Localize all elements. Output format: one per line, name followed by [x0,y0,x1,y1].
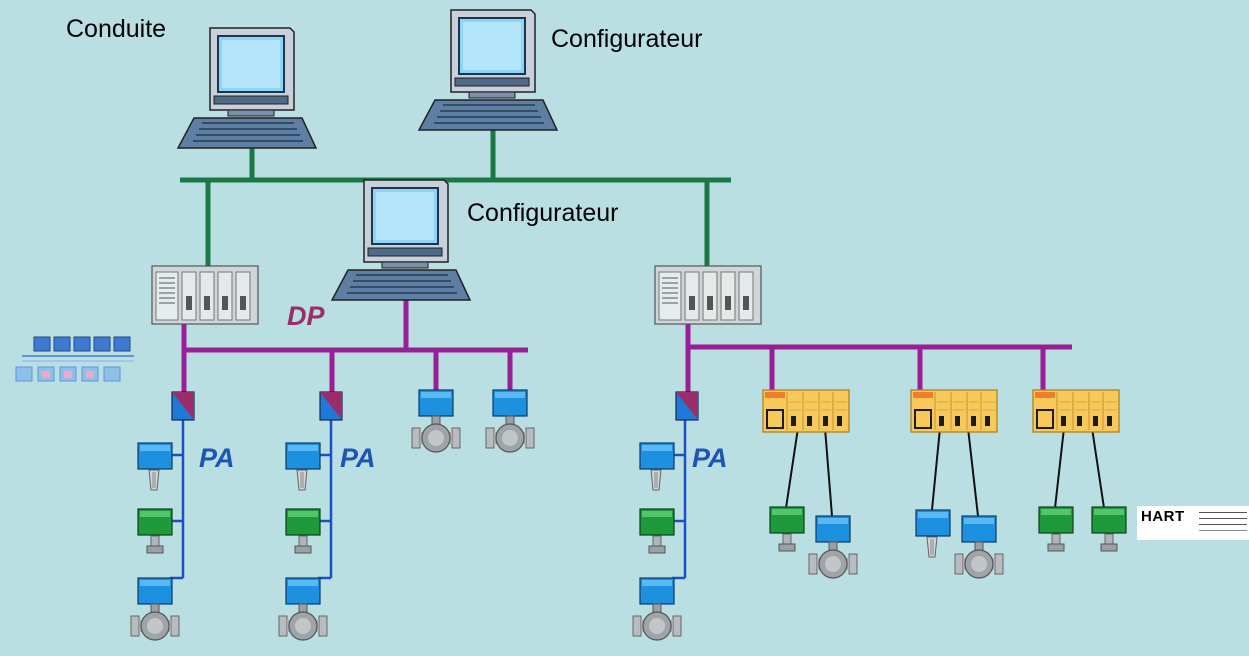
hart-pressure-transmitter-3-icon [1091,506,1127,552]
hart-pressure-transmitter-1-icon [769,506,805,552]
dp-label: DP [287,301,325,331]
pa2-pressure-transmitter-icon [285,508,321,554]
dp-pa-coupler-2-icon [319,391,343,421]
pa1-pressure-transmitter-icon [137,508,173,554]
pa-bus [170,420,687,580]
hart-level-transmitter-icon [915,509,951,558]
pa3-level-transmitter-icon [639,442,675,491]
hart-wires [785,427,1105,517]
hart-flow-meter-2-icon [954,515,1004,579]
conduite-computer-icon [177,27,317,149]
pa3-flow-meter-icon [632,577,682,641]
pa3-pressure-transmitter-icon [639,508,675,554]
configurateur-top-label: Configurateur [551,25,703,53]
pa1-flow-meter-icon [130,577,180,641]
plc-left-icon [151,265,259,325]
pa2-flow-meter-icon [278,577,328,641]
configurateur-top-computer-icon [418,9,558,131]
dp-bus [181,295,1072,396]
remote-io-1-icon [762,389,850,433]
pa-label-2: PA [340,443,376,473]
configurateur-mid-label: Configurateur [467,199,619,227]
remote-io-3-icon [1032,389,1120,433]
pa-label-1: PA [199,443,235,473]
hart-pressure-transmitter-2-icon [1038,506,1074,552]
plc-right-icon [654,265,762,325]
pa2-level-transmitter-icon [285,442,321,491]
remote-io-2-icon [910,389,998,433]
hart-logo-text: HART [1141,508,1185,525]
dp-flow-meter-2-icon [485,389,535,453]
pa1-level-transmitter-icon [137,442,173,491]
dp-pa-coupler-1-icon [171,391,195,421]
profibus-logo-icon [15,336,134,382]
pa-label-3: PA [692,443,728,473]
hart-logo: HART [1137,506,1249,540]
dp-flow-meter-1-icon [411,389,461,453]
configurateur-mid-computer-icon [331,179,471,301]
dp-pa-coupler-3-icon [675,391,699,421]
conduite-label: Conduite [66,15,167,43]
hart-flow-meter-1-icon [808,515,858,579]
